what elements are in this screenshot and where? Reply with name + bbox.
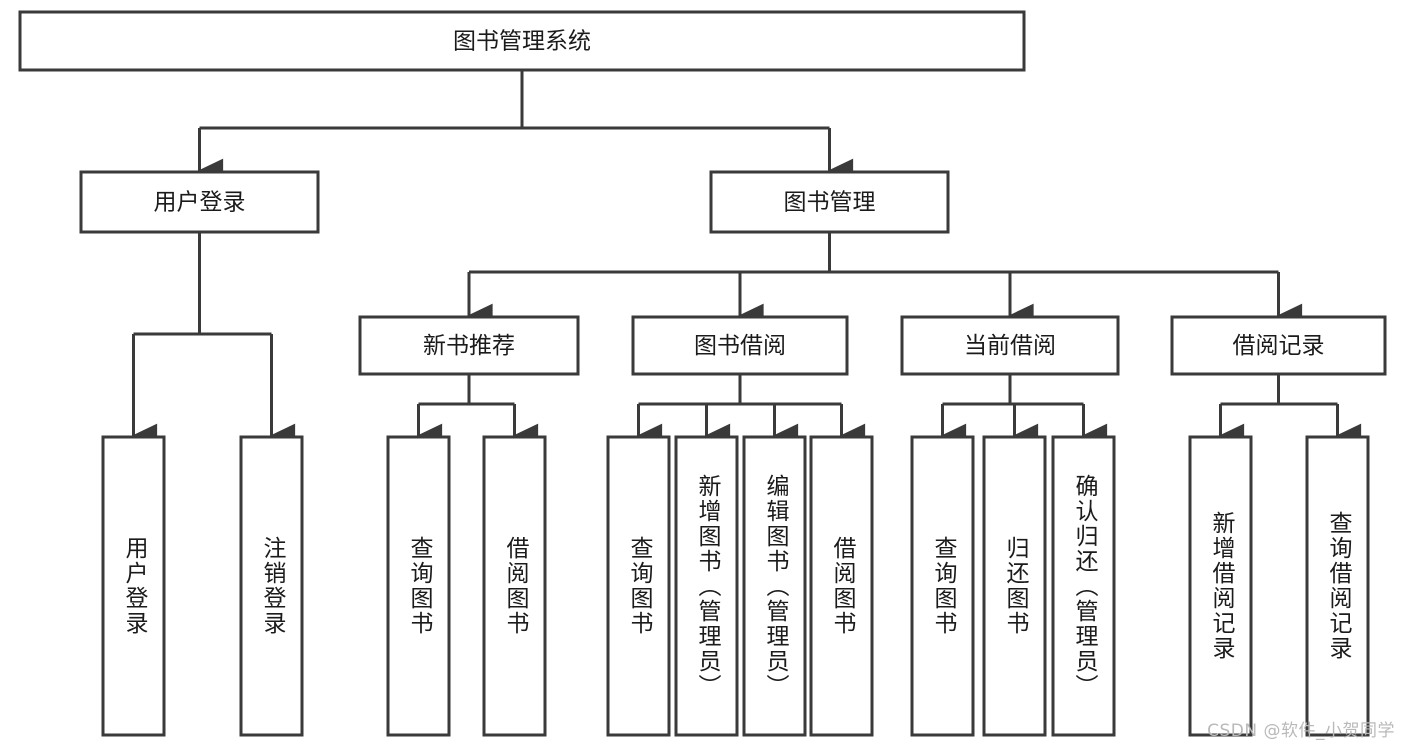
node-leaf-rec-borrow-book[interactable]: [482, 435, 547, 737]
node-leaf-user-login[interactable]: [101, 435, 166, 737]
node-label-book-manage: 图书管理: [784, 190, 876, 216]
node-book-borrow[interactable]: [631, 315, 849, 376]
node-book-manage[interactable]: [709, 170, 950, 234]
node-leaf-current-return-book[interactable]: [982, 435, 1047, 737]
node-leaf-borrow-edit-book[interactable]: [742, 435, 807, 737]
node-leaf-rec-query-book[interactable]: [386, 435, 451, 737]
boxes-layer: [18, 10, 1387, 737]
node-current-borrow[interactable]: [900, 315, 1120, 376]
node-leaf-current-confirm-return[interactable]: [1051, 435, 1116, 737]
node-user-login[interactable]: [79, 170, 320, 234]
node-leaf-borrow-query-book[interactable]: [606, 435, 671, 737]
node-leaf-borrow-borrow-book[interactable]: [809, 435, 874, 737]
node-leaf-current-query-book[interactable]: [910, 435, 975, 737]
node-leaf-record-query[interactable]: [1305, 435, 1370, 737]
node-new-book-rec[interactable]: [358, 315, 580, 376]
node-label-root: 图书管理系统: [453, 29, 591, 55]
node-label-current-borrow: 当前借阅: [964, 333, 1056, 359]
node-borrow-record[interactable]: [1170, 315, 1387, 376]
connectors-layer: [131, 70, 1362, 449]
node-label-borrow-record: 借阅记录: [1233, 333, 1325, 359]
csdn-watermark: CSDN @软件_小贺同学: [1207, 721, 1395, 741]
node-label-new-book-rec: 新书推荐: [423, 333, 515, 359]
node-leaf-user-logout[interactable]: [239, 435, 304, 737]
node-label-book-borrow: 图书借阅: [694, 333, 786, 359]
node-leaf-borrow-add-book[interactable]: [674, 435, 739, 737]
node-root[interactable]: [18, 10, 1026, 72]
node-leaf-record-add[interactable]: [1188, 435, 1253, 737]
node-label-user-login: 用户登录: [154, 190, 246, 216]
